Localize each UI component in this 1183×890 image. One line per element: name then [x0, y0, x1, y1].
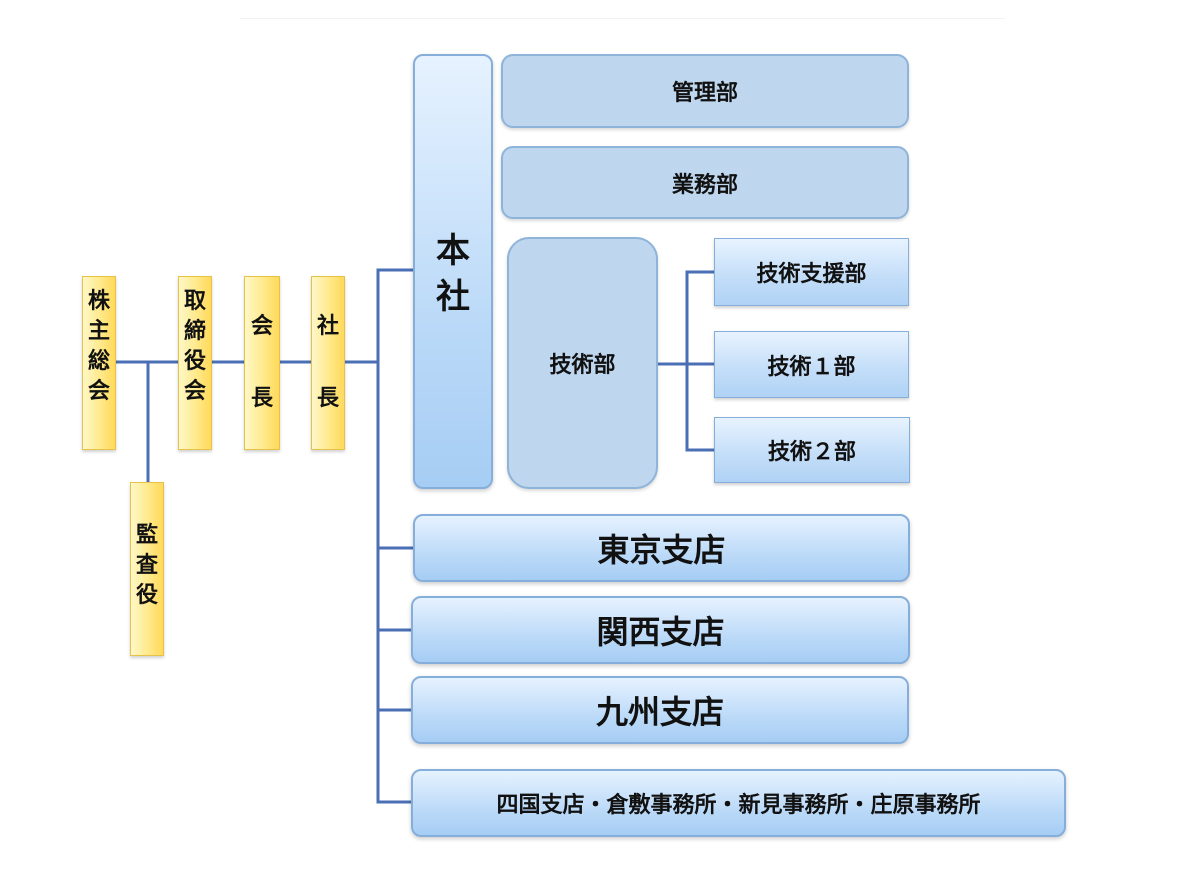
shareholders-meeting-char-4: 会	[87, 379, 110, 404]
headquarters-char-2: 社	[436, 277, 470, 317]
shareholders-meeting-char-3: 総	[87, 349, 110, 374]
chairman-label-1: 会	[250, 314, 273, 339]
shareholders-meeting-char-1: 株	[87, 289, 110, 314]
tokyo-branch-label: 東京支店	[597, 531, 726, 569]
kansai-branch-label: 関西支店	[596, 613, 725, 651]
other-offices-label: 四国支店・倉敷事務所・新見事務所・庄原事務所	[496, 793, 981, 818]
auditor-box: 監査役	[130, 482, 164, 656]
auditor-char-1: 監	[135, 523, 158, 548]
president-box: 社 長	[311, 276, 345, 450]
admin-dept-label: 管理部	[671, 81, 738, 106]
top-rule	[240, 18, 1005, 19]
board-of-directors-char-2: 締	[183, 319, 206, 344]
tech-dept-1-box: 技術１部	[714, 331, 909, 398]
chairman-box: 会 長	[244, 276, 280, 450]
headquarters-box: 本社	[413, 54, 493, 489]
business-dept-label: 業務部	[671, 172, 738, 198]
president-label-2: 長	[316, 386, 339, 411]
tech-support-dept-label: 技術支援部	[756, 262, 867, 287]
auditor-char-2: 査	[135, 553, 158, 578]
kyushu-branch-label: 九州支店	[595, 693, 724, 731]
board-of-directors-box: 取締役会	[178, 276, 212, 450]
tokyo-branch-box: 東京支店	[413, 514, 910, 582]
board-of-directors-char-3: 役	[183, 349, 206, 374]
tech-dept-1-label: 技術１部	[767, 354, 856, 380]
kyushu-branch-box: 九州支店	[411, 676, 909, 744]
shareholders-meeting-char-2: 主	[87, 319, 110, 344]
business-dept-box: 業務部	[501, 146, 909, 219]
auditor-char-3: 役	[135, 583, 158, 608]
admin-dept-box: 管理部	[501, 54, 909, 128]
tech-support-dept-box: 技術支援部	[714, 238, 909, 306]
tech-dept-2-label: 技術２部	[767, 440, 856, 465]
tech-dept-box: 技術部	[507, 237, 658, 489]
board-of-directors-char-4: 会	[183, 379, 206, 404]
chairman-label-2: 長	[250, 386, 273, 411]
president-label-1: 社	[316, 314, 339, 339]
other-offices-box: 四国支店・倉敷事務所・新見事務所・庄原事務所	[411, 769, 1066, 837]
tech-dept-2-box: 技術２部	[714, 417, 910, 483]
shareholders-meeting-box: 株主総会	[82, 276, 116, 450]
board-of-directors-char-1: 取	[183, 289, 206, 314]
kansai-branch-box: 関西支店	[411, 596, 910, 664]
headquarters-char-1: 本	[436, 231, 470, 271]
tech-dept-label: 技術部	[549, 353, 616, 378]
